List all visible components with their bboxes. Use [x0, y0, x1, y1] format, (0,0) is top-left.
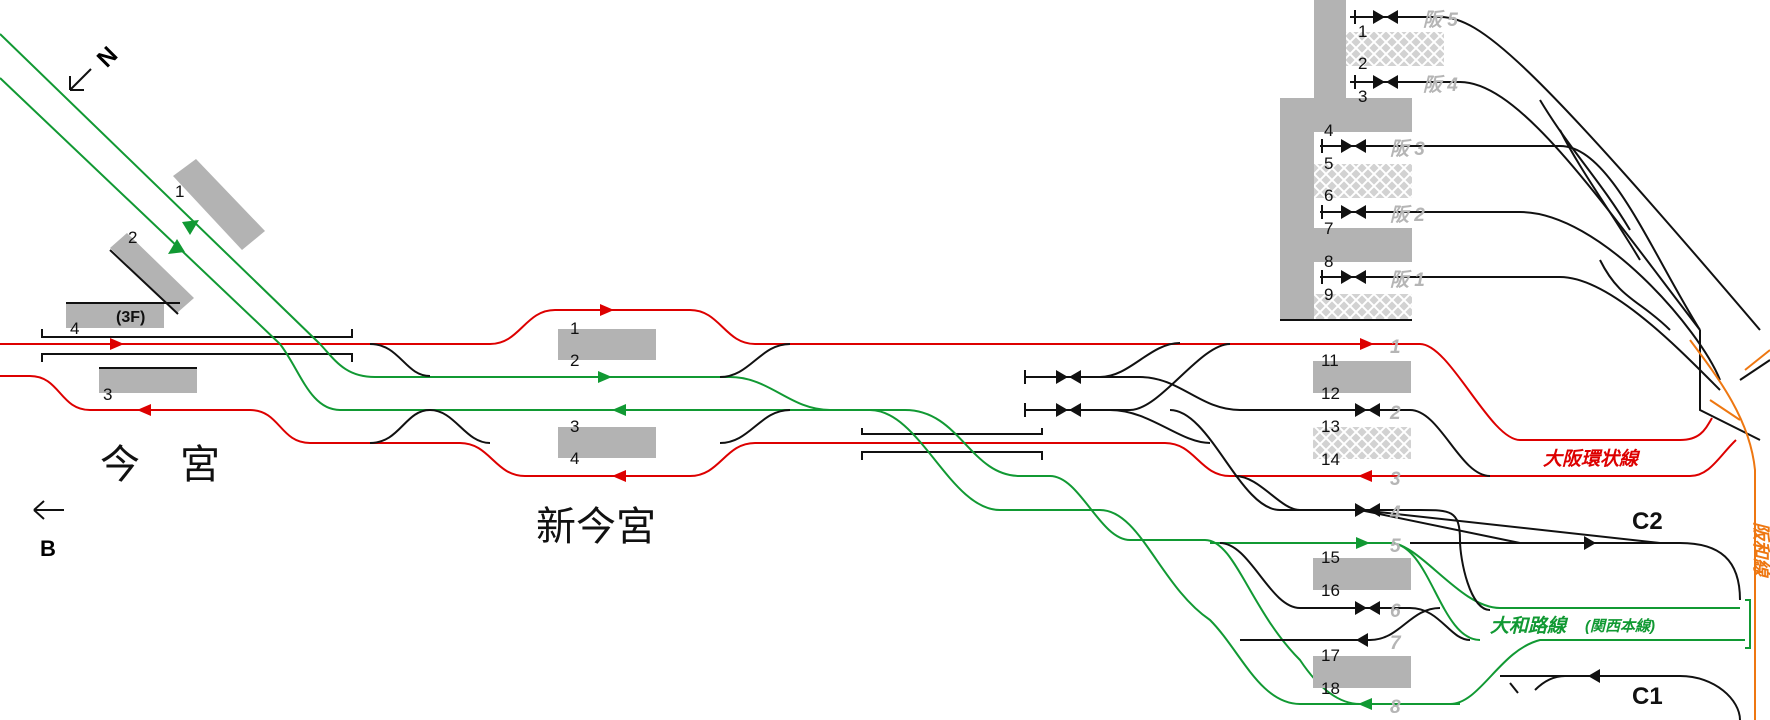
shin-imamiya-platform-4-label: 4 — [570, 449, 579, 468]
imamiya-station-name: 今 宮 — [100, 442, 220, 488]
tennoji-track-8: 8 — [1324, 252, 1333, 271]
jr-track-2: 2 — [1389, 403, 1401, 424]
imamiya-platform-2-label: 2 — [128, 228, 137, 247]
jr-track-6: 6 — [1390, 601, 1401, 622]
tennoji-track-15: 15 — [1321, 548, 1340, 567]
tennoji-track-2: 2 — [1358, 54, 1367, 73]
hanwa-line-label: 阪和線 — [1751, 522, 1770, 579]
shin-imamiya-platform-34 — [558, 427, 656, 458]
imamiya-floor-label: (3F) — [116, 309, 145, 326]
jr-track-8: 8 — [1390, 697, 1401, 718]
hanwa-track-3: 阪 3 — [1390, 138, 1425, 160]
c2-label: C2 — [1632, 508, 1663, 535]
tennoji-track-12: 12 — [1321, 384, 1340, 403]
hanwa-track-2: 阪 2 — [1390, 204, 1425, 226]
tennoji-track-6: 6 — [1324, 186, 1333, 205]
jr-track-3: 3 — [1390, 469, 1401, 490]
jr-track-7: 7 — [1390, 633, 1402, 654]
jr-track-1: 1 — [1390, 337, 1401, 358]
shin-imamiya-platform-3-label: 3 — [570, 417, 579, 436]
jr-track-5: 5 — [1390, 536, 1401, 557]
imamiya-platform-3 — [99, 368, 197, 393]
tennoji-track-1: 1 — [1358, 22, 1367, 41]
tennoji-track-11: 11 — [1321, 351, 1339, 370]
left-arrow-icon — [33, 500, 64, 520]
tennoji-track-4: 4 — [1324, 121, 1333, 140]
shin-imamiya-platform-12 — [558, 329, 656, 360]
hanwa-track-5: 阪 5 — [1423, 9, 1458, 31]
tennoji-track-18: 18 — [1321, 679, 1340, 698]
double-arrow-icons — [1056, 10, 1600, 683]
hanwa-track-4: 阪 4 — [1423, 74, 1458, 96]
tennoji-track-7: 7 — [1324, 219, 1333, 238]
imamiya-platform-4-label: 4 — [70, 319, 79, 338]
crossover-tracks — [369, 10, 1770, 720]
direction-label: B — [40, 536, 56, 561]
osaka-loop-line-tracks — [0, 309, 1737, 477]
tennoji-platform-15-16 — [1313, 558, 1411, 590]
compass-arrow-icon — [69, 68, 92, 91]
tennoji-platform-13-14 — [1313, 427, 1411, 459]
tennoji-track-17: 17 — [1321, 646, 1340, 665]
tennoji-track-3: 3 — [1358, 87, 1367, 106]
hanwa-line-track — [1689, 339, 1756, 720]
imamiya-platform-4 — [66, 303, 164, 328]
hanwa-track-1: 阪 1 — [1390, 269, 1425, 291]
shin-imamiya-platform-1-label: 1 — [570, 319, 579, 338]
tennoji-track-13: 13 — [1321, 417, 1340, 436]
imamiya-platform-2 — [109, 233, 194, 315]
tennoji-platform-11-12 — [1313, 361, 1411, 393]
yamatoji-line-sub-label: (関西本線) — [1585, 617, 1655, 635]
tennoji-hanwa-platforms — [1280, 0, 1444, 321]
jr-track-4: 4 — [1389, 503, 1401, 524]
tennoji-track-16: 16 — [1321, 581, 1340, 600]
osaka-loop-line-label: 大阪環状線 — [1543, 448, 1641, 470]
c1-label: C1 — [1632, 683, 1663, 710]
tennoji-track-9: 9 — [1324, 285, 1333, 304]
compass-label: N — [92, 41, 123, 72]
tennoji-platform-17-18 — [1313, 656, 1411, 688]
imamiya-platform-3-label: 3 — [103, 385, 112, 404]
imamiya-platform-1 — [173, 159, 265, 250]
yamatoji-line-tracks — [0, 33, 1745, 705]
shin-imamiya-platform-2-label: 2 — [570, 351, 579, 370]
tennoji-track-5: 5 — [1324, 154, 1333, 173]
shin-imamiya-station-name: 新今宮 — [536, 504, 656, 550]
imamiya-platform-1-label: 1 — [175, 182, 184, 201]
tennoji-track-14: 14 — [1321, 450, 1340, 469]
yamatoji-line-label: 大和路線 — [1490, 615, 1569, 637]
